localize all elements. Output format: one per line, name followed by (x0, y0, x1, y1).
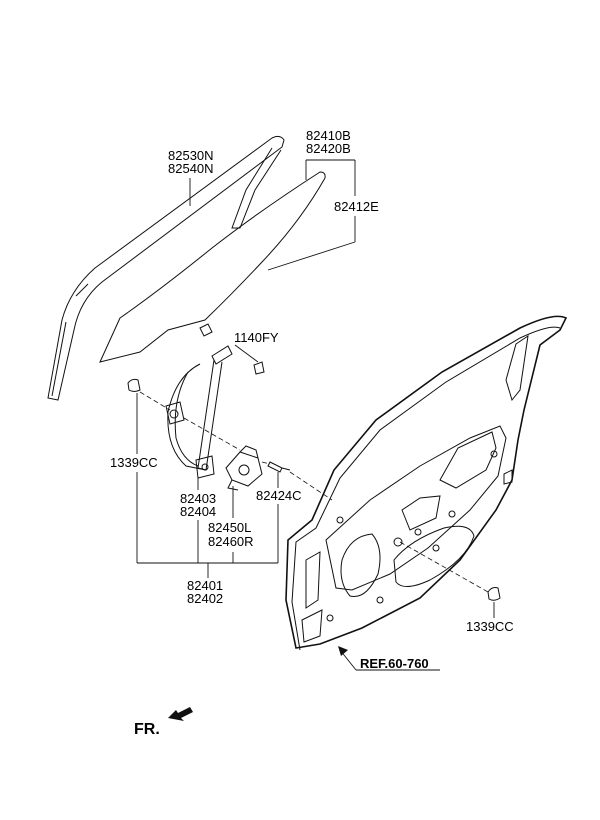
door-inner-panel (285, 315, 568, 651)
alignment-lines (139, 391, 489, 593)
bolt-1140fy (199, 323, 265, 375)
label-regulator-1: 82403 (180, 491, 216, 506)
label-regulator-2: 82404 (180, 504, 216, 519)
label-assembly-1: 82401 (187, 578, 223, 593)
front-direction-indicator: FR. (134, 707, 193, 738)
nut-right (487, 587, 501, 601)
label-glass-run-2: 82540N (168, 161, 214, 176)
label-motor-2: 82460R (208, 534, 254, 549)
label-glass-2: 82420B (306, 141, 351, 156)
nut-left (127, 378, 141, 392)
label-assembly-2: 82402 (187, 591, 223, 606)
label-reference: REF.60-760 (360, 656, 429, 671)
label-screw: 82424C (256, 488, 302, 503)
door-glass (99, 171, 326, 363)
label-glass-1: 82410B (306, 128, 351, 143)
label-front: FR. (134, 721, 160, 738)
label-nut-right: 1339CC (466, 619, 514, 634)
leader-lines (136, 159, 495, 671)
label-nut-left: 1339CC (110, 455, 158, 470)
screw-82424c (267, 461, 291, 473)
label-glass-run-1: 82530N (168, 148, 214, 163)
glass-run-channel (47, 135, 285, 401)
label-bolt: 1140FY (234, 330, 279, 345)
window-regulator (165, 345, 233, 479)
label-glass-sub: 82412E (334, 199, 379, 214)
front-arrow-icon (168, 707, 193, 721)
regulator-motor (225, 445, 263, 491)
label-motor-1: 82450L (208, 520, 251, 535)
